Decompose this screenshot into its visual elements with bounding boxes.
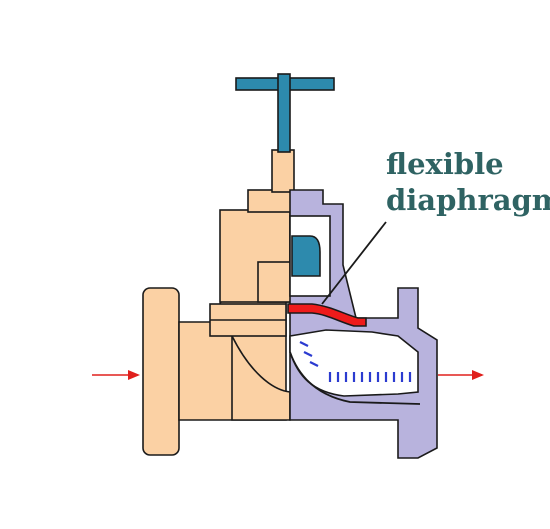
- flow-dashes: [299, 341, 412, 382]
- flexible-diaphragm: [287, 303, 367, 327]
- stem-guide: [257, 261, 295, 303]
- handwheel: [235, 73, 335, 153]
- lining-contour: [289, 351, 421, 405]
- outlet-flow-arrow: [438, 370, 484, 380]
- inlet-flow-arrow: [92, 370, 140, 380]
- handwheel-shaft: [277, 73, 291, 153]
- valve-stem: [271, 149, 295, 193]
- bonnet-cap: [247, 189, 295, 213]
- inlet-flange: [142, 287, 180, 456]
- label-leader-line: [321, 221, 387, 305]
- compressor: [291, 235, 321, 277]
- label-flexible: flexible: [386, 147, 504, 181]
- label-diaphragm: diaphragm: [386, 183, 550, 217]
- valve-body: [142, 149, 295, 456]
